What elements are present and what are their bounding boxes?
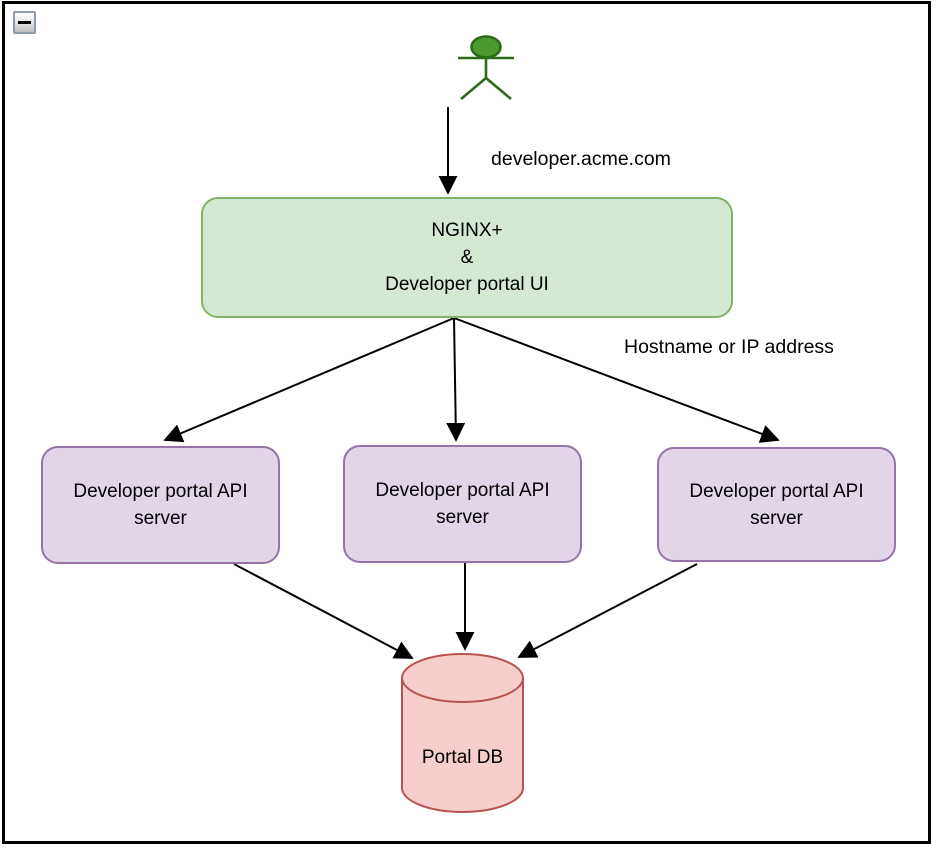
api-server-label-line2: server xyxy=(134,508,187,529)
api-server-label-line2: server xyxy=(436,507,489,528)
node-api-server-2[interactable]: Developer portal API server xyxy=(343,445,582,563)
database-label: Portal DB xyxy=(421,747,504,768)
minus-icon xyxy=(18,21,31,24)
gateway-label-line2: & xyxy=(460,247,474,268)
node-api-server-3[interactable]: Developer portal API server xyxy=(657,447,896,562)
collapse-button[interactable] xyxy=(13,11,36,34)
edge-label-request-url[interactable]: developer.acme.com xyxy=(489,148,673,171)
api-server-label-line1: Developer portal API xyxy=(689,480,864,502)
gateway-label-line3: Developer portal UI xyxy=(385,274,549,295)
api-server-label-line1: Developer portal API xyxy=(375,480,550,501)
edge-label-hostname[interactable]: Hostname or IP address xyxy=(622,336,836,359)
node-nginx-gateway[interactable]: NGINX+ & Developer portal UI xyxy=(201,197,733,318)
gateway-label-line1: NGINX+ xyxy=(431,220,503,241)
api-server-label-line2: server xyxy=(750,507,803,529)
api-server-label-line1: Developer portal API xyxy=(73,481,248,502)
node-api-server-1[interactable]: Developer portal API server xyxy=(41,446,280,564)
